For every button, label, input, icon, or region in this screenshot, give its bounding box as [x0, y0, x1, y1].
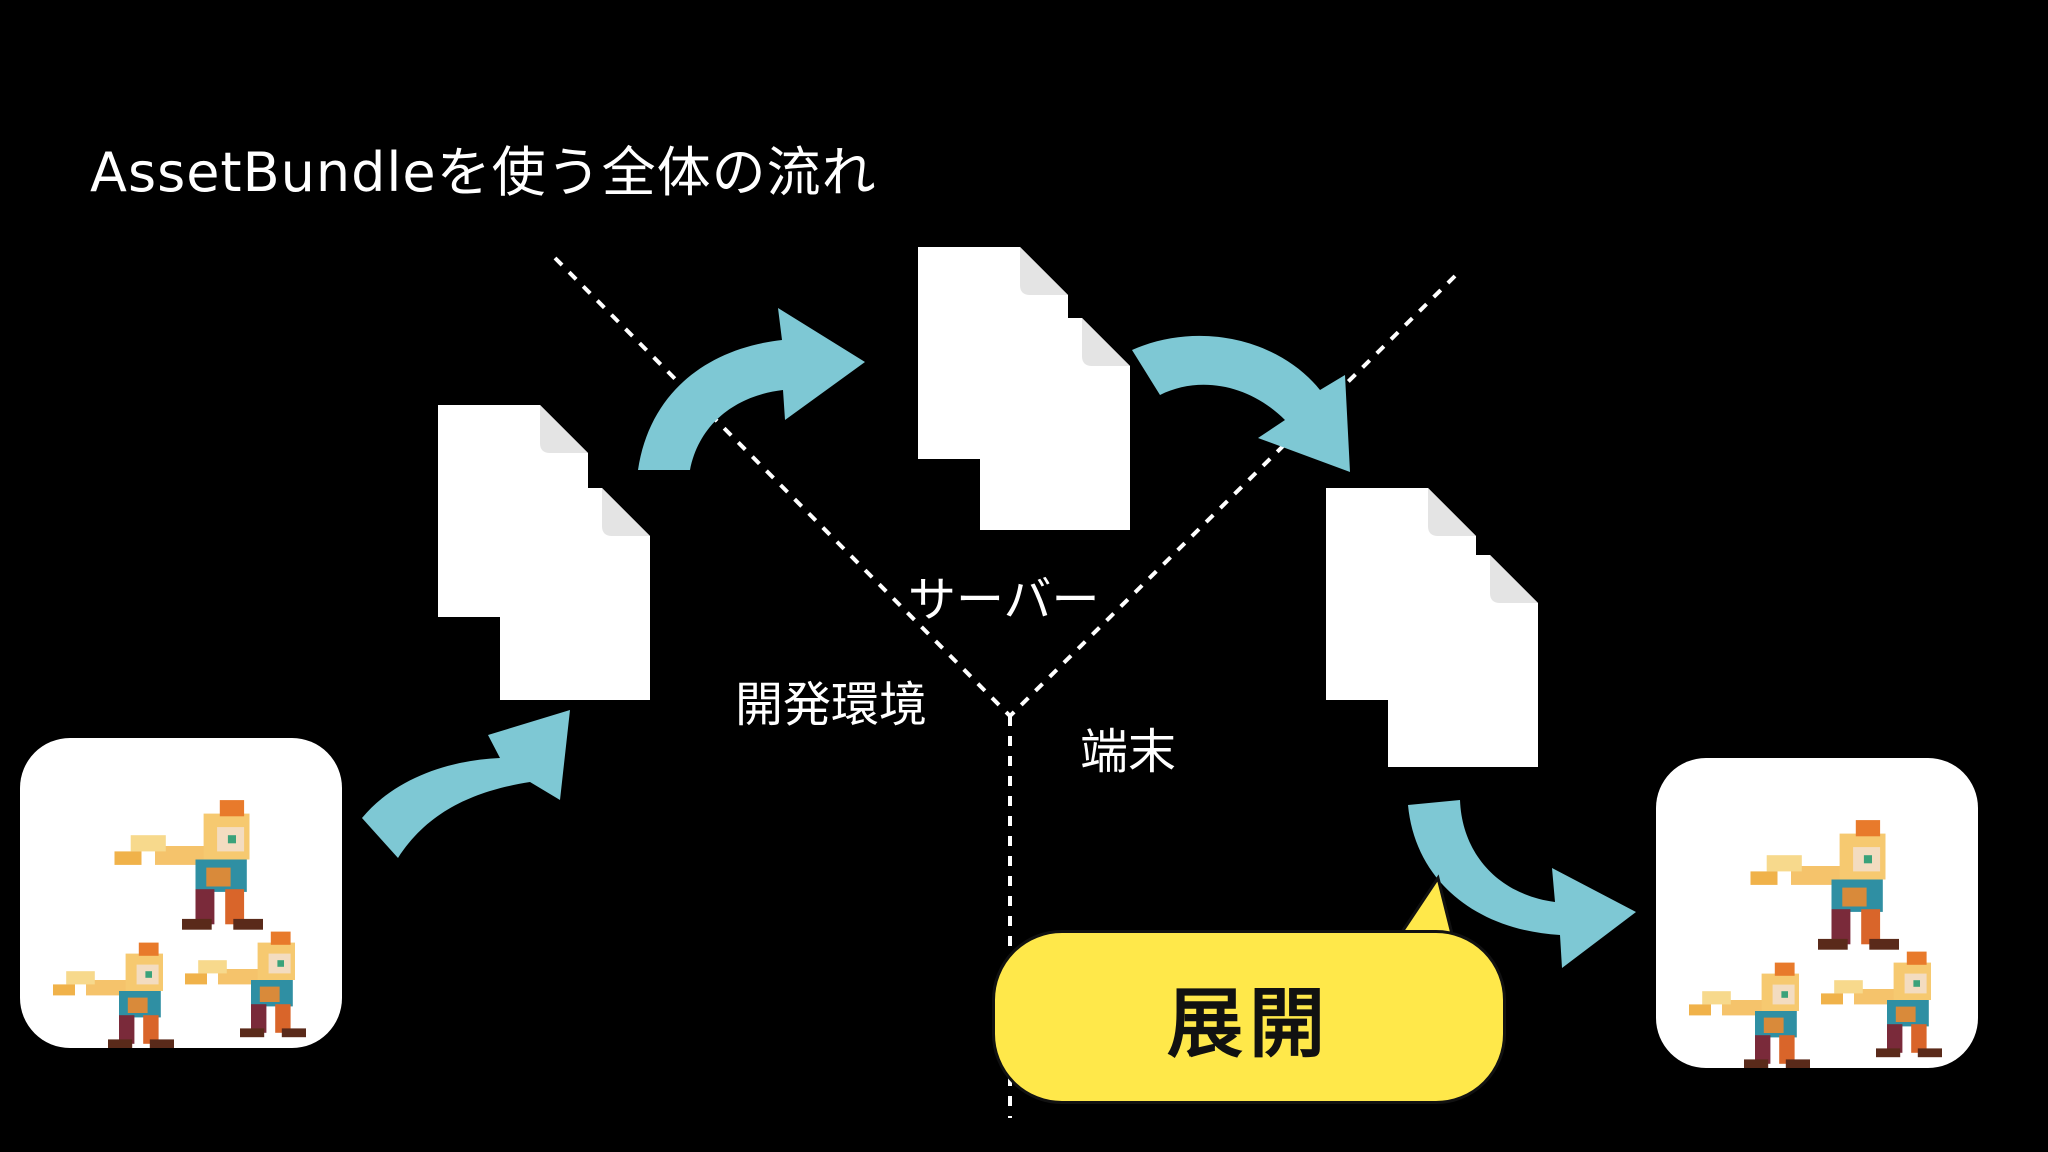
- page-title: AssetBundleを使う全体の流れ: [90, 141, 877, 204]
- curved-arrow-icon: [1408, 800, 1636, 968]
- server-label: サーバー: [908, 572, 1100, 628]
- character-sprite-icon: [1689, 820, 1942, 1068]
- dev-env-label: 開発環境: [735, 677, 928, 733]
- expand-callout-text: 展開: [1167, 979, 1331, 1068]
- curved-arrow-icon: [638, 308, 865, 470]
- document-icon: [438, 405, 650, 700]
- divider-lines: [553, 256, 1457, 1118]
- source-asset-tile: [20, 738, 342, 1048]
- character-sprite-icon: [53, 800, 306, 1048]
- document-icon: [918, 247, 1130, 530]
- expanded-asset-tile: [1656, 758, 1978, 1068]
- curved-arrow-icon: [1132, 335, 1350, 472]
- curved-arrow-icon: [362, 710, 570, 858]
- document-icon: [1326, 488, 1538, 767]
- device-label: 端末: [1080, 724, 1177, 780]
- expand-callout: 展開: [992, 930, 1506, 1104]
